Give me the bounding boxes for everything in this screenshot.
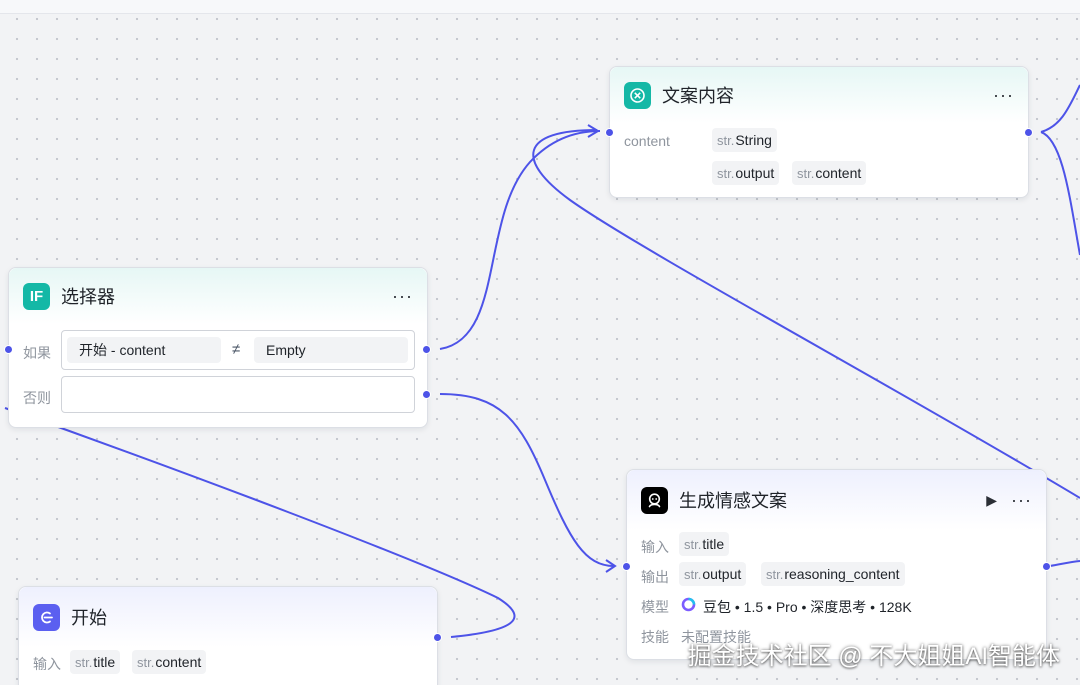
output-label: 输出	[641, 569, 669, 585]
arrowhead-copy-content-input	[587, 124, 600, 138]
arrowhead-generate-input	[605, 559, 617, 573]
input-port[interactable]	[605, 128, 614, 137]
input-label: 输入	[641, 539, 669, 555]
output-port[interactable]	[1042, 562, 1051, 571]
if-icon: IF	[23, 282, 50, 310]
output-port[interactable]	[1024, 128, 1033, 137]
edge-selector-if-to-copy-content[interactable]	[439, 130, 601, 350]
variable-merge-icon	[624, 81, 651, 109]
output-tag-output: str.output	[679, 562, 747, 586]
edge-copy-content-out[interactable]	[1040, 84, 1080, 133]
else-label: 否则	[23, 390, 51, 406]
else-output-port[interactable]	[422, 390, 431, 399]
skills-value: 未配置技能	[681, 629, 751, 645]
edge-copy-content-out-2[interactable]	[1040, 131, 1080, 256]
variable-row-label: content	[624, 133, 670, 149]
node-header[interactable]: 文案内容 ···	[610, 67, 1028, 123]
input-tag-title: str.title	[70, 650, 121, 674]
edge-generate-out[interactable]	[1049, 560, 1080, 567]
input-port[interactable]	[622, 562, 631, 571]
input-tag-content: str.content	[132, 650, 207, 674]
node-title: 生成情感文案	[679, 491, 787, 511]
output-tag-reasoning-content: str.reasoning_content	[761, 562, 905, 586]
start-icon	[33, 603, 60, 631]
more-options-button[interactable]: ···	[993, 85, 1014, 105]
node-title: 文案内容	[662, 86, 734, 106]
node-generate-emotional-copy[interactable]: 生成情感文案 ▶ ··· 输入 str.title 输出 str.output …	[622, 469, 1051, 660]
skills-label: 技能	[641, 629, 669, 645]
input-label: 输入	[33, 656, 61, 672]
node-title: 选择器	[61, 287, 115, 307]
node-title: 开始	[71, 608, 107, 628]
source-tag-content: str.content	[792, 161, 867, 185]
more-options-button[interactable]: ···	[1011, 490, 1032, 510]
model-label: 模型	[641, 599, 669, 615]
input-port[interactable]	[4, 345, 13, 354]
node-header[interactable]: 开始	[19, 587, 437, 647]
watermark: 掘金技术社区 @ 不大姐姐AI智能体	[687, 643, 1060, 670]
condition-left-operand[interactable]: 开始 - content	[67, 337, 221, 363]
edge-generate-to-copy-content-loop[interactable]	[532, 129, 1080, 499]
top-toolbar-edge	[0, 0, 1080, 14]
model-name[interactable]: 豆包 • 1.5 • Pro • 深度思考 • 128K	[703, 599, 912, 615]
run-button[interactable]: ▶	[986, 491, 998, 508]
more-options-button[interactable]: ···	[392, 286, 413, 306]
edge-selector-else-to-generate[interactable]	[439, 393, 615, 567]
node-start[interactable]: 开始 输入 str.title str.content	[18, 586, 442, 685]
if-label: 如果	[23, 345, 51, 361]
edge-start-to-copy-content[interactable]	[4, 407, 516, 638]
type-tag: str.String	[712, 128, 777, 152]
else-branch-box[interactable]	[61, 376, 415, 413]
source-tag-output: str.output	[712, 161, 780, 185]
output-port[interactable]	[433, 633, 442, 642]
llm-bot-icon	[641, 486, 668, 514]
node-header[interactable]: 生成情感文案 ▶ ···	[627, 470, 1046, 530]
condition-right-operand[interactable]: Empty	[254, 337, 408, 363]
input-tag-title: str.title	[679, 532, 730, 556]
node-header[interactable]: IF 选择器 ···	[9, 268, 427, 324]
node-selector[interactable]: IF 选择器 ··· 如果 开始 - content ≠ Empty 否则	[4, 267, 431, 428]
if-output-port[interactable]	[422, 345, 431, 354]
if-condition-box[interactable]: 开始 - content ≠ Empty	[61, 330, 415, 370]
doubao-model-icon	[681, 597, 696, 612]
node-copy-content[interactable]: 文案内容 ··· content str.String str.output s…	[605, 66, 1033, 198]
not-equal-operator[interactable]: ≠	[232, 341, 241, 358]
